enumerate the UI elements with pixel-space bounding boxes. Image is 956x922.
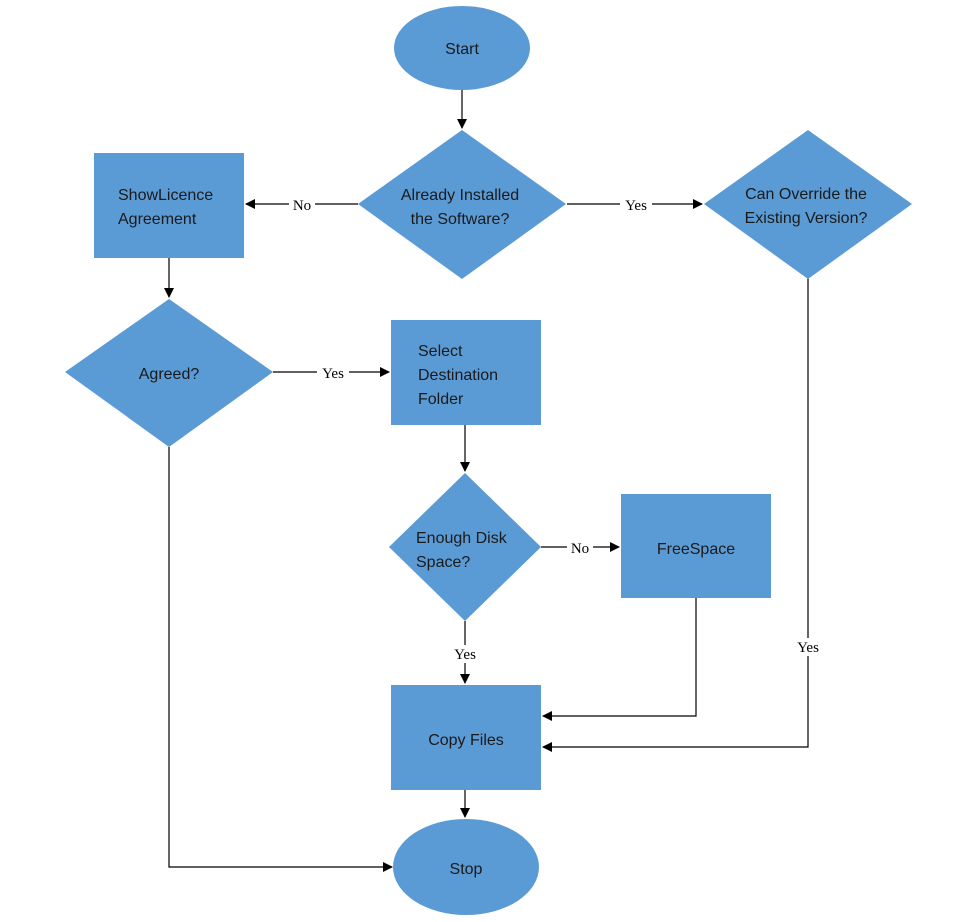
edge-disk-no: No <box>541 539 620 557</box>
copy-files-node: Copy Files <box>391 685 541 790</box>
select-destination-label-line-3: Folder <box>418 391 464 408</box>
free-space-node: FreeSpace <box>621 494 771 598</box>
already-installed-label-line-2: the Software? <box>411 211 510 228</box>
nodes: Start Already Installed the Software? Sh… <box>65 6 912 915</box>
copy-files-label: Copy Files <box>428 732 504 749</box>
select-destination-label-line-2: Destination <box>418 367 498 384</box>
edge-line <box>542 278 809 752</box>
edge-label-yes: Yes <box>454 647 476 663</box>
start-label: Start <box>445 41 479 58</box>
enough-disk-node: Enough Disk Space? <box>389 473 541 621</box>
edge-label-background <box>792 638 824 656</box>
edge-agreed-yes: Yes <box>273 364 390 382</box>
edge-label-background <box>620 196 652 214</box>
can-override-label-line-2: Existing Version? <box>745 210 868 227</box>
edge-freespace-to-copy <box>542 598 697 721</box>
enough-disk-label-line-1: Enough Disk <box>416 530 508 547</box>
show-licence-rectangle <box>94 153 244 258</box>
edge-installed-yes: Yes <box>567 196 703 214</box>
enough-disk-label-line-2: Space? <box>416 554 470 571</box>
edge-label-background <box>317 364 349 382</box>
edge-label-background <box>289 196 315 214</box>
edge-line <box>168 447 393 872</box>
free-space-label: FreeSpace <box>657 541 735 558</box>
edge-agreed-to-stop <box>168 447 393 872</box>
agreed-diamond <box>65 299 273 447</box>
can-override-node: Can Override the Existing Version? <box>704 130 912 279</box>
edge-label-yes: Yes <box>322 366 344 382</box>
already-installed-node: Already Installed the Software? <box>358 130 566 279</box>
already-installed-diamond <box>358 130 566 279</box>
select-destination-rectangle <box>391 320 541 425</box>
edge-label-background <box>567 539 593 557</box>
select-destination-label-line-1: Select <box>418 343 463 360</box>
already-installed-label-line-1: Already Installed <box>401 187 519 204</box>
show-licence-label-line-1: ShowLicence <box>118 187 213 204</box>
enough-disk-diamond <box>389 473 541 621</box>
edge-label-yes: Yes <box>625 198 647 214</box>
free-space-rectangle <box>621 494 771 598</box>
can-override-label-line-1: Can Override the <box>745 186 867 203</box>
can-override-diamond <box>704 130 912 279</box>
edge-label-background <box>449 645 481 663</box>
agreed-node: Agreed? <box>65 299 273 447</box>
select-destination-node: Select Destination Folder <box>391 320 541 425</box>
agreed-label: Agreed? <box>139 366 200 383</box>
show-licence-node: ShowLicence Agreement <box>94 153 244 258</box>
edge-installed-no: No <box>245 196 358 214</box>
edge-override-yes: Yes <box>542 278 824 752</box>
edge-line <box>542 598 697 721</box>
copy-files-rectangle <box>391 685 541 790</box>
edge-label-no: No <box>293 198 311 214</box>
start-ellipse <box>394 6 530 90</box>
edge-label-yes: Yes <box>797 640 819 656</box>
stop-node: Stop <box>393 819 539 915</box>
edge-label-no: No <box>571 541 589 557</box>
stop-ellipse <box>393 819 539 915</box>
edges: No Yes Yes No Yes <box>164 89 824 872</box>
edge-disk-yes: Yes <box>449 621 481 684</box>
start-node: Start <box>394 6 530 90</box>
show-licence-label-line-2: Agreement <box>118 211 197 228</box>
stop-label: Stop <box>450 861 483 878</box>
